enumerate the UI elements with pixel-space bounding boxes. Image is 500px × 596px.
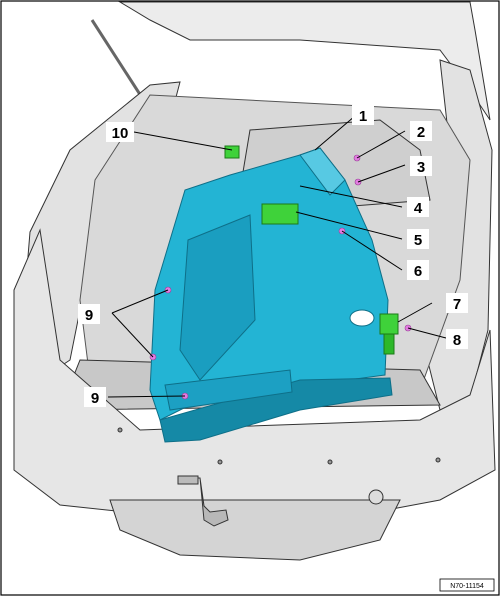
callout-4: 4 [407, 197, 429, 217]
callout-10: 10 [106, 122, 134, 142]
callout-7: 7 [446, 293, 468, 313]
callout-1: 1 [352, 105, 374, 125]
callout-2: 2 [410, 121, 432, 141]
callout-labels: 1 2 3 4 5 6 7 8 [78, 105, 468, 407]
svg-text:7: 7 [453, 296, 461, 313]
svg-text:2: 2 [417, 124, 425, 141]
svg-text:N70-11154: N70-11154 [450, 583, 484, 590]
svg-text:1: 1 [359, 108, 367, 125]
clip-5 [261, 203, 299, 225]
svg-text:9: 9 [85, 307, 93, 324]
callout-6: 6 [407, 260, 429, 280]
clip-7 [379, 313, 399, 335]
svg-text:8: 8 [453, 332, 461, 349]
leader-lines [107, 115, 447, 398]
reference-code-box: N70-11154 [439, 578, 495, 592]
svg-text:4: 4 [414, 200, 423, 217]
svg-text:5: 5 [414, 232, 422, 249]
callout-5: 5 [407, 229, 429, 249]
callout-3: 3 [410, 156, 432, 176]
retaining-clips [224, 145, 399, 355]
callout-8: 8 [446, 329, 468, 349]
svg-text:10: 10 [112, 125, 129, 142]
clip-10 [224, 145, 240, 159]
svg-text:3: 3 [417, 159, 425, 176]
luggage-compartment-side-trim-panel [149, 147, 393, 443]
callout-9-lower: 9 [84, 387, 106, 407]
callout-9-upper: 9 [78, 304, 100, 324]
svg-text:6: 6 [414, 263, 422, 280]
svg-text:9: 9 [91, 390, 99, 407]
